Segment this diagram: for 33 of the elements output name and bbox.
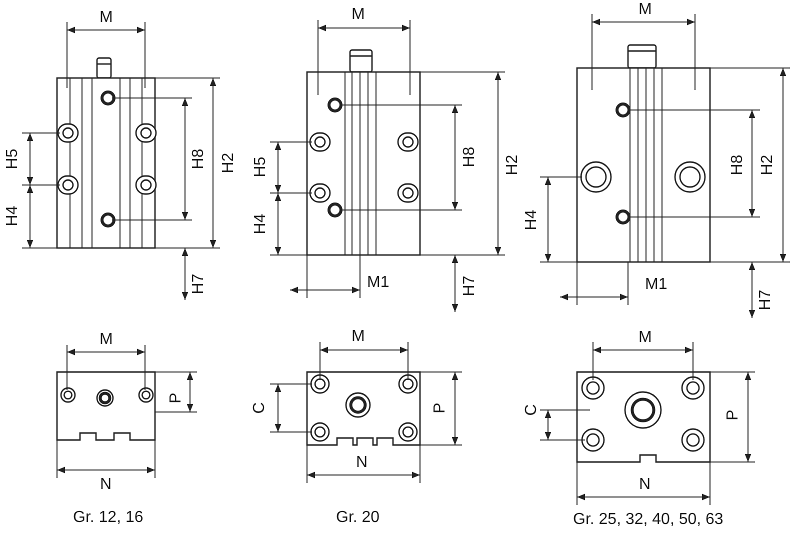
dimension-label: H7 [191,274,208,294]
dimension-label: M [352,329,365,345]
dimension-label: H8 [191,148,208,170]
dimension-label: H8 [730,154,746,176]
dimension-label: M [100,332,113,348]
dimension-label: M [352,7,365,23]
size-caption: Gr. 25, 32, 40, 50, 63 [573,512,724,528]
dimension-label: N [100,477,112,493]
dimension-label: H4 [253,214,270,234]
dimension-label: H2 [221,152,238,174]
dimension-label: H5 [253,156,270,178]
dimension-label: H4 [5,206,22,226]
dimension-label: H5 [5,148,22,170]
dimension-label: P [724,410,741,420]
dimension-label: H7 [462,276,478,296]
dimension-label: H7 [758,290,774,310]
dimension-label: M1 [367,275,390,291]
dimension-label: M [638,2,652,18]
dimension-label: C [252,402,268,414]
dimension-label: M1 [645,277,668,293]
dimension-label: P [168,392,184,404]
dimension-label: H2 [505,154,522,176]
dimension-label: M [100,10,113,26]
dimension-label: H8 [462,146,478,168]
dimension-label: P [432,402,448,414]
size-caption: Gr. 12, 16 [73,510,144,526]
dimension-label: N [356,455,368,471]
size-caption: Gr. 20 [336,510,380,526]
dimension-label: H4 [524,210,540,230]
dimension-label: H2 [760,154,776,176]
dimension-label: M [638,330,652,346]
dimension-label: C [524,404,540,416]
dimension-label: N [639,477,651,493]
